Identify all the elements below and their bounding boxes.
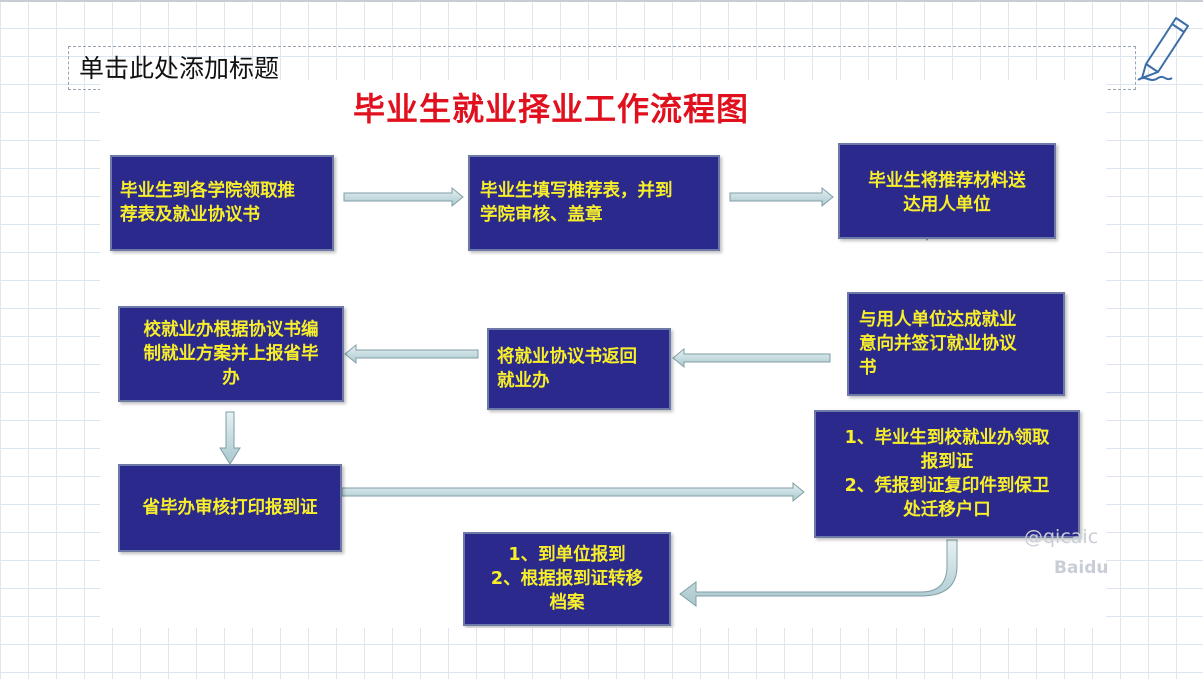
step-get-forms: 毕业生到各学院领取推 荐表及就业协议书 xyxy=(110,155,334,251)
arrow-right xyxy=(729,186,834,208)
step-text: 省毕办审核打印报到证 xyxy=(142,498,318,518)
flowchart-image: 毕业生就业择业工作流程图 毕业生到各学院领 xyxy=(100,80,1106,628)
step-fill-forms: 毕业生填写推荐表，并到 学院审核、盖章 xyxy=(468,155,720,251)
step-return-agreement: 将就业协议书返回 就业办 xyxy=(487,328,671,410)
pencil-icon xyxy=(1137,17,1189,81)
step-collect-certificate: 1、毕业生到校就业办领取 报到证 2、凭报到证复印件到保卫 处迁移户口 xyxy=(814,410,1080,538)
arrow-curved xyxy=(679,539,958,607)
step-text: 毕业生将推荐材料送 达用人单位 xyxy=(868,171,1026,215)
arrow-left xyxy=(344,343,479,365)
step-report-to-employer: 1、到单位报到 2、根据报到证转移 档案 xyxy=(463,532,671,626)
step-text: 与用人单位达成就业 意向并签订就业协议 书 xyxy=(859,310,1017,378)
watermark-brand: Baidu xyxy=(1054,558,1109,578)
step-sign-agreement: 与用人单位达成就业 意向并签订就业协议 书 xyxy=(847,292,1065,396)
arrow-down xyxy=(219,411,241,465)
step-text: 将就业协议书返回 就业办 xyxy=(497,347,637,391)
step-text: 1、到单位报到 2、根据报到证转移 档案 xyxy=(490,545,644,613)
flowchart-title: 毕业生就业择业工作流程图 xyxy=(352,90,749,128)
arrow-right xyxy=(343,186,464,208)
step-print-certificate: 省毕办审核打印报到证 xyxy=(118,464,342,552)
step-text: 毕业生填写推荐表，并到 学院审核、盖章 xyxy=(480,181,673,225)
step-compile-plan: 校就业办根据协议书编 制就业方案并上报省毕 办 xyxy=(118,306,344,402)
watermark-handle: @qicaic xyxy=(1024,526,1099,548)
step-text: 校就业办根据协议书编 制就业方案并上报省毕 办 xyxy=(143,320,319,388)
step-text: 1、毕业生到校就业办领取 报到证 2、凭报到证复印件到保卫 处迁移户口 xyxy=(844,428,1050,520)
step-text: 毕业生到各学院领取推 荐表及就业协议书 xyxy=(120,181,295,225)
arrow-left xyxy=(672,347,831,369)
step-send-materials: 毕业生将推荐材料送 达用人单位 xyxy=(838,143,1056,239)
arrow-right xyxy=(341,481,805,503)
